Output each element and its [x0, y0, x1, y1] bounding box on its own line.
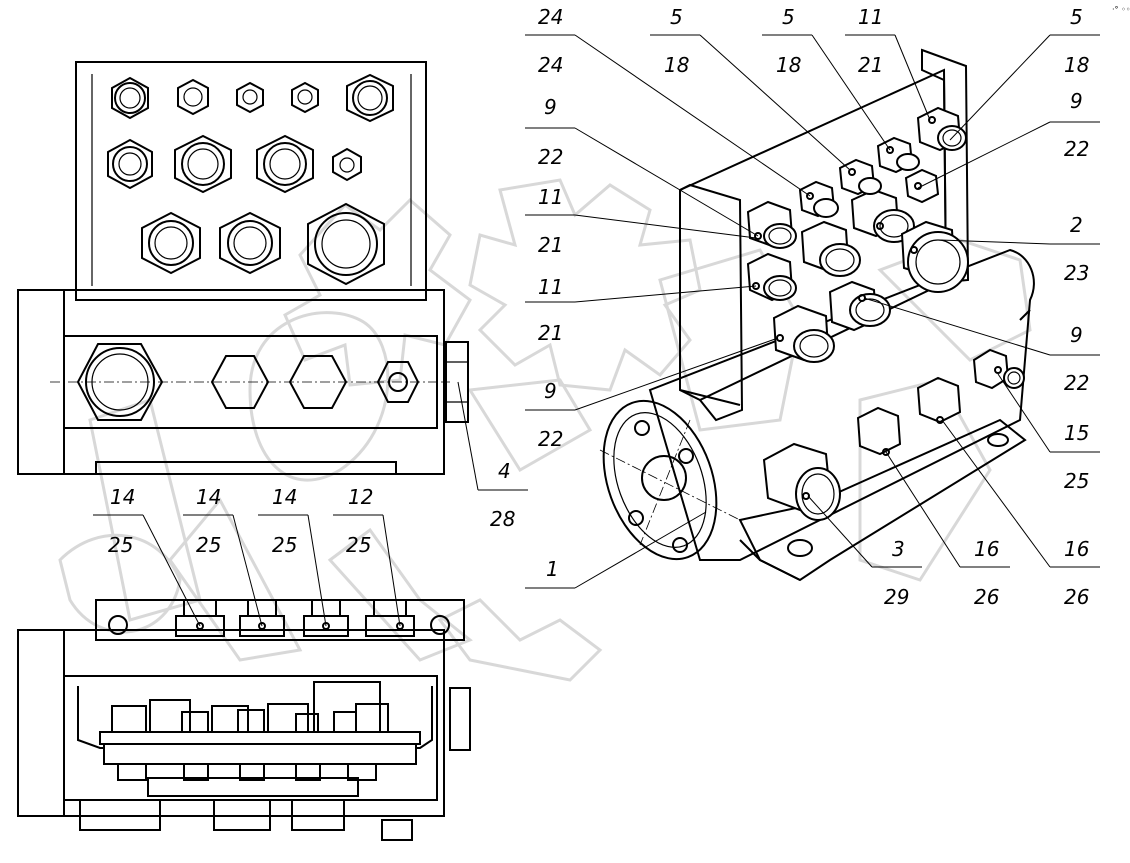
- watermark-gear: [58, 178, 1032, 682]
- corner-mark: ·° ◦◦◦: [1112, 5, 1130, 14]
- isometric-view: [599, 48, 1035, 582]
- callout-26-bottom: 26: [1064, 585, 1089, 609]
- callout-5-top: 5: [1070, 5, 1083, 29]
- side-fittings: [175, 599, 415, 637]
- callout-25-bottom: 25: [108, 533, 133, 557]
- callout-24-top: 24: [538, 5, 563, 29]
- front-view: [17, 61, 469, 475]
- callout-26-bottom: 26: [974, 585, 999, 609]
- callout-5-top: 5: [670, 5, 683, 29]
- callout-21-bottom: 21: [858, 53, 883, 77]
- callout-labels: 24 24 5 18 5 18 11 21 5 18 9 22 11 21 11…: [108, 5, 1089, 609]
- callout-15-top: 15: [1064, 421, 1089, 445]
- callout-11-top: 11: [538, 185, 563, 209]
- callout-3-top: 3: [892, 537, 905, 561]
- callout-14-top: 14: [272, 485, 297, 509]
- callout-14-top: 14: [110, 485, 135, 509]
- callout-25-bottom: 25: [346, 533, 371, 557]
- callout-29-bottom: 29: [884, 585, 909, 609]
- callout-5-top: 5: [782, 5, 795, 29]
- iso-fittings: [746, 106, 1025, 521]
- side-view: [17, 599, 471, 841]
- callout-18-bottom: 18: [776, 53, 801, 77]
- callout-21-bottom: 21: [538, 321, 563, 345]
- callout-9-top: 9: [544, 379, 557, 403]
- callout-24-bottom: 24: [538, 53, 563, 77]
- callout-14-top: 14: [196, 485, 221, 509]
- callout-9-top: 9: [544, 95, 557, 119]
- callout-12-top: 12: [348, 485, 373, 509]
- callout-11-top: 11: [538, 275, 563, 299]
- callout-21-bottom: 21: [538, 233, 563, 257]
- port-row-2: [107, 134, 362, 194]
- callout-9-top: 9: [1070, 89, 1083, 113]
- leader-lines: [93, 34, 1100, 627]
- callout-22-bottom: 22: [538, 427, 563, 451]
- port-row-1: [111, 73, 394, 123]
- callout-18-bottom: 18: [664, 53, 689, 77]
- callout-2-top: 2: [1070, 213, 1083, 237]
- callout-11-top: 11: [858, 5, 883, 29]
- callout-22-bottom: 22: [1064, 371, 1089, 395]
- callout-9-top: 9: [1070, 323, 1083, 347]
- callout-25-bottom: 25: [196, 533, 221, 557]
- callout-22-bottom: 22: [1064, 137, 1089, 161]
- callout-16-top: 16: [974, 537, 999, 561]
- callout-1: 1: [546, 557, 559, 581]
- callout-28-bottom: 28: [490, 507, 515, 531]
- callout-18-bottom: 18: [1064, 53, 1089, 77]
- callout-23-bottom: 23: [1064, 261, 1089, 285]
- callout-16-top: 16: [1064, 537, 1089, 561]
- callout-4-top: 4: [498, 459, 511, 483]
- side-block-stack: [99, 699, 421, 797]
- port-row-3: [141, 202, 385, 286]
- callout-25-bottom: 25: [272, 533, 297, 557]
- callout-25-bottom: 25: [1064, 469, 1089, 493]
- callout-22-bottom: 22: [538, 145, 563, 169]
